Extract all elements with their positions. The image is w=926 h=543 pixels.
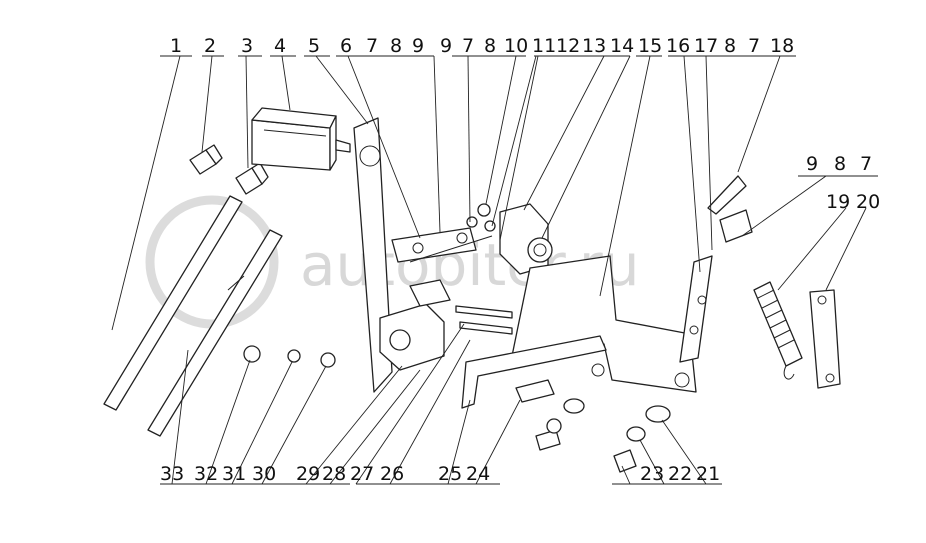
callout-6: 6 xyxy=(340,35,352,57)
callout-7b: 7 xyxy=(462,35,474,57)
callout-28: 28 xyxy=(322,463,346,485)
callout-19: 19 xyxy=(826,191,850,213)
callout-17: 17 xyxy=(694,35,718,57)
callout-26: 26 xyxy=(380,463,404,485)
bolt-part-23 xyxy=(613,449,637,473)
callout-4: 4 xyxy=(274,35,286,57)
washer-part-21 xyxy=(645,405,671,423)
solenoid-part-29 xyxy=(379,279,451,371)
callout-3: 3 xyxy=(241,35,253,57)
callout-23: 23 xyxy=(640,463,664,485)
callout-8b: 8 xyxy=(484,35,496,57)
right-callout-labels: 9 8 7 19 20 xyxy=(806,153,880,213)
washer-part-31 xyxy=(287,349,301,363)
callout-8c: 8 xyxy=(724,35,736,57)
callout-30: 30 xyxy=(252,463,276,485)
bottom-callout-labels: 33 32 31 30 29 28 27 26 25 24 23 22 21 xyxy=(160,463,720,485)
cylinder-part-4 xyxy=(251,107,351,171)
callout-7-right: 7 xyxy=(860,153,872,175)
callout-18: 18 xyxy=(770,35,794,57)
callout-13: 13 xyxy=(582,35,606,57)
callout-9-right: 9 xyxy=(806,153,818,175)
bottom-leader-lines xyxy=(160,323,722,485)
washer-part-30 xyxy=(320,352,336,368)
callout-25: 25 xyxy=(438,463,462,485)
valve-part-14 xyxy=(499,203,553,275)
callout-8-right: 8 xyxy=(834,153,846,175)
callout-14: 14 xyxy=(610,35,634,57)
rod-part-1 xyxy=(103,195,243,411)
right-leader-lines xyxy=(741,175,878,291)
callout-27: 27 xyxy=(350,463,374,485)
callout-8: 8 xyxy=(390,35,402,57)
fitting-part-3 xyxy=(235,162,269,195)
callout-7: 7 xyxy=(366,35,378,57)
callout-7c: 7 xyxy=(748,35,760,57)
long-bolt-part-27 xyxy=(455,305,513,335)
callout-15: 15 xyxy=(638,35,662,57)
callout-11: 11 xyxy=(532,35,556,57)
callout-5: 5 xyxy=(308,35,320,57)
callout-21: 21 xyxy=(696,463,720,485)
callout-9: 9 xyxy=(412,35,424,57)
callout-1: 1 xyxy=(170,35,182,57)
callout-31: 31 xyxy=(222,463,246,485)
fitting-part-2 xyxy=(189,144,223,175)
spring-part-19 xyxy=(753,281,803,380)
callout-20: 20 xyxy=(856,191,880,213)
top-leader-lines xyxy=(111,55,796,331)
bolt-part-24 xyxy=(515,379,585,451)
callout-29: 29 xyxy=(296,463,320,485)
link-part-20 xyxy=(809,289,841,389)
callout-33: 33 xyxy=(160,463,184,485)
callout-2: 2 xyxy=(204,35,216,57)
callout-12: 12 xyxy=(556,35,580,57)
rod-part-33 xyxy=(147,229,283,437)
lever-part-16 xyxy=(679,209,753,363)
nut-part-32 xyxy=(243,345,261,363)
callout-16: 16 xyxy=(666,35,690,57)
callout-32: 32 xyxy=(194,463,218,485)
callout-9b: 9 xyxy=(440,35,452,57)
washer-part-22 xyxy=(626,426,646,442)
callout-22: 22 xyxy=(668,463,692,485)
clip-part-18 xyxy=(707,175,747,215)
bracket-part-25 xyxy=(461,335,607,409)
top-callout-labels: 1 2 3 4 5 6 7 8 9 9 7 8 10 11 12 13 14 1… xyxy=(170,35,794,57)
callout-24: 24 xyxy=(466,463,490,485)
callout-10: 10 xyxy=(504,35,528,57)
